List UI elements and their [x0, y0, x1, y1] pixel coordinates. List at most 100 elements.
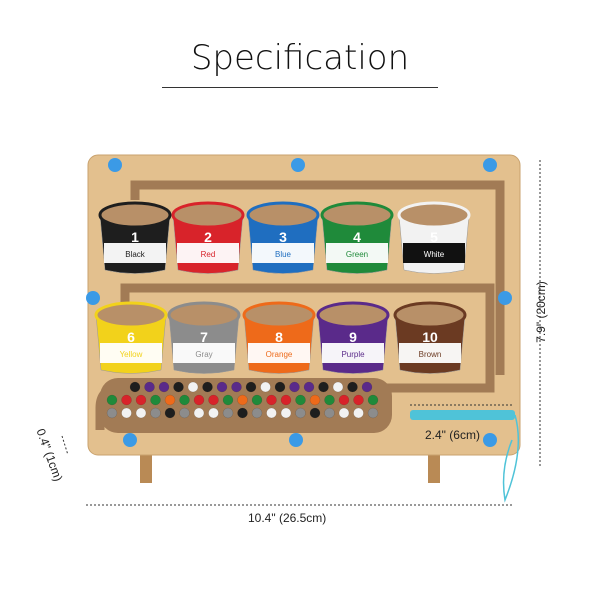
cup-number: 5 [430, 229, 438, 245]
cup-label-band [252, 243, 314, 263]
bead [266, 394, 277, 406]
cup-number: 9 [349, 329, 357, 345]
cup-opening [246, 201, 320, 229]
bead [231, 381, 242, 393]
cup-number: 10 [422, 329, 438, 345]
bead [280, 394, 292, 406]
bead [303, 381, 315, 393]
bead [237, 407, 248, 419]
cup-opening [171, 201, 245, 229]
title-underline [162, 87, 438, 88]
cup-opening [242, 301, 316, 329]
bead [208, 394, 219, 406]
cup-number: 8 [275, 329, 283, 345]
cup-label-band [403, 243, 465, 263]
cup-label-band [399, 343, 461, 363]
bead [193, 407, 205, 419]
cup-name: Purple [341, 350, 365, 359]
bead-tray [100, 378, 392, 433]
magnet-peg [498, 291, 512, 305]
bead [158, 381, 170, 393]
pen-string [502, 414, 520, 503]
cup-number: 6 [127, 329, 135, 345]
bead [164, 407, 176, 419]
bead [295, 394, 306, 406]
cup-opening [94, 301, 168, 329]
bead [208, 407, 219, 419]
bead [179, 394, 190, 406]
bead [324, 407, 335, 419]
cup-opening [316, 301, 390, 329]
cup-name: Brown [419, 350, 442, 359]
magnet-peg [123, 433, 137, 447]
bead [353, 407, 364, 419]
bead [222, 407, 234, 419]
cup-name: Green [346, 250, 368, 259]
bead [106, 407, 118, 419]
bead [237, 394, 248, 406]
bead [353, 394, 364, 406]
bead [309, 394, 321, 406]
page-title: Specification [190, 38, 410, 78]
bead [164, 394, 176, 406]
bead [338, 407, 350, 419]
bead [193, 394, 205, 406]
magnet-peg [289, 433, 303, 447]
cup-number: 2 [204, 229, 212, 245]
cup-name: Red [201, 250, 216, 259]
bead [367, 407, 379, 419]
cup-opening [393, 301, 467, 329]
bead [347, 381, 358, 393]
bead [332, 381, 344, 393]
cup-number: 7 [200, 329, 208, 345]
bead [135, 394, 147, 406]
cup-name: Yellow [120, 350, 143, 359]
width-dimension-label: 10.4" (26.5cm) [248, 511, 327, 525]
magnet-peg [291, 158, 305, 172]
bead [245, 381, 257, 393]
bead [129, 381, 141, 393]
cup-label-band [173, 343, 235, 363]
cup-number: 1 [131, 229, 139, 245]
cup-opening [98, 201, 172, 229]
bead [274, 381, 286, 393]
cup-name: Gray [195, 350, 212, 359]
bead [144, 381, 155, 393]
bead [361, 381, 373, 393]
cup-opening [397, 201, 471, 229]
bead [338, 394, 350, 406]
bead [222, 394, 234, 406]
cup-opening [167, 301, 241, 329]
height-dimension-label: 7.9" (20cm) [533, 281, 548, 343]
bead [150, 394, 161, 406]
cup-number: 4 [353, 229, 361, 245]
magnet-peg [86, 291, 100, 305]
cup-name: Blue [275, 250, 292, 259]
bead [135, 407, 147, 419]
bead [251, 394, 263, 406]
cup-opening [320, 201, 394, 229]
cup-label-band [248, 343, 310, 363]
bead [251, 407, 263, 419]
bead [202, 381, 213, 393]
bead [216, 381, 228, 393]
bead [266, 407, 277, 419]
magnet-peg [483, 158, 497, 172]
pen-dimension-label: 2.4" (6cm) [425, 428, 480, 442]
bead [324, 394, 335, 406]
bead [289, 381, 300, 393]
bead [280, 407, 292, 419]
bead [150, 407, 161, 419]
cup-label-band [326, 243, 388, 263]
cup-label-band [100, 343, 162, 363]
cup-label-band [322, 343, 384, 363]
